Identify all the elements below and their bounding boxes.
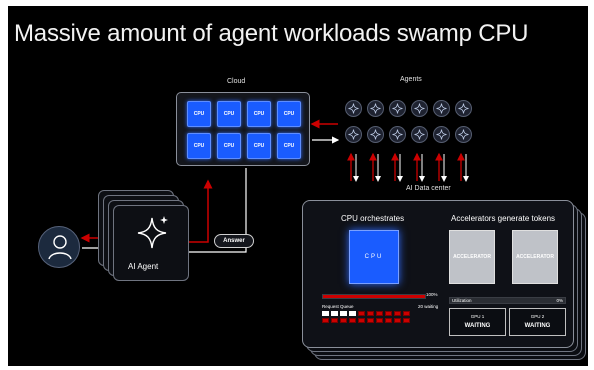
queue-cell	[385, 318, 392, 323]
cloud-box: CPU CPU CPU CPU CPU CPU CPU CPU	[176, 92, 310, 166]
queue-cell	[358, 311, 365, 316]
cloud-cpu-chip: CPU	[217, 101, 241, 127]
queue-cell	[403, 311, 410, 316]
accelerators-heading: Accelerators generate tokens	[451, 214, 556, 223]
queue-cell	[376, 311, 383, 316]
agent-node	[455, 100, 472, 117]
queue-cell	[385, 311, 392, 316]
queue-cell	[331, 311, 338, 316]
gpu-status: WAITING	[524, 323, 551, 329]
sparkle-icon	[414, 103, 425, 114]
utilization-percent: 0%	[556, 298, 563, 303]
queue-cell	[358, 318, 365, 323]
queue-cell	[367, 311, 374, 316]
queue-cell	[322, 311, 329, 316]
sparkle-icon	[370, 129, 381, 140]
cloud-cpu-chip: CPU	[277, 101, 301, 127]
slide-title: Massive amount of agent workloads swamp …	[14, 20, 529, 47]
queue-cell	[349, 318, 356, 323]
agent-node	[433, 126, 450, 143]
cloud-cpu-chip: CPU	[277, 133, 301, 159]
sparkle-icon	[414, 129, 425, 140]
cloud-cpu-chip: CPU	[187, 133, 211, 159]
sparkle-icon	[458, 103, 469, 114]
agent-node	[367, 100, 384, 117]
queue-cell	[331, 318, 338, 323]
user-avatar	[38, 226, 80, 268]
agent-node	[411, 100, 428, 117]
datacenter-panel: CPU orchestrates Accelerators generate t…	[302, 200, 574, 348]
agent-node	[389, 126, 406, 143]
cloud-cpu-chip: CPU	[247, 133, 271, 159]
gpu-card: GPU 2 WAITING	[509, 308, 566, 336]
user-icon	[48, 235, 72, 260]
gpu-status: WAITING	[464, 323, 491, 329]
sparkle-icon	[137, 216, 168, 249]
queue-cell	[376, 318, 383, 323]
cpu-orchestrates-heading: CPU orchestrates	[341, 214, 405, 223]
accelerator-chip: ACCELERATOR	[449, 230, 495, 284]
sparkle-icon	[348, 103, 359, 114]
gpu-card: GPU 1 WAITING	[449, 308, 506, 336]
gpu-name: GPU 2	[530, 314, 545, 319]
agent-card[interactable]	[113, 205, 189, 281]
sparkle-icon	[436, 129, 447, 140]
sparkle-icon	[392, 103, 403, 114]
agent-node	[389, 100, 406, 117]
queue-cell	[322, 318, 329, 323]
sparkle-icon	[348, 129, 359, 140]
answer-pill: Answer	[214, 234, 254, 248]
queue-cell	[403, 318, 410, 323]
agent-node	[411, 126, 428, 143]
queue-cell	[349, 311, 356, 316]
datacenter-arrows	[347, 152, 469, 182]
cpu-load-fill	[323, 295, 425, 298]
gpu-name: GPU 1	[470, 314, 485, 319]
queue-waiting: 20 waiting	[418, 304, 439, 309]
accelerator-chip: ACCELERATOR	[512, 230, 558, 284]
cloud-label: Cloud	[227, 78, 246, 85]
agent-node	[345, 126, 362, 143]
sparkle-icon	[392, 129, 403, 140]
queue-label: Request Queue	[322, 304, 354, 309]
sparkle-icon	[436, 103, 447, 114]
cpu-load-percent: 100%	[426, 292, 438, 297]
cpu-chip-large: CPU	[349, 230, 399, 284]
cloud-to-answer-line	[174, 168, 247, 256]
cloud-cpu-chip: CPU	[217, 133, 241, 159]
queue-cell	[367, 318, 374, 323]
sparkle-icon	[458, 129, 469, 140]
agents-label: Agents	[400, 76, 422, 83]
agent-node	[433, 100, 450, 117]
utilization-label: Utilization	[452, 298, 472, 303]
agent-node	[367, 126, 384, 143]
cpu-load-bar	[322, 294, 426, 299]
queue-cell	[394, 318, 401, 323]
queue-cell	[340, 318, 347, 323]
cloud-cpu-chip: CPU	[247, 101, 271, 127]
slide: Massive amount of agent workloads swamp …	[8, 6, 588, 366]
agent-node	[345, 100, 362, 117]
cloud-cpu-chip: CPU	[187, 101, 211, 127]
utilization-bar: Utilization 0%	[449, 297, 566, 304]
agent-node	[455, 126, 472, 143]
ai-agent-label: AI Agent	[128, 262, 159, 271]
queue-cell	[340, 311, 347, 316]
queue-cell	[394, 311, 401, 316]
sparkle-icon	[370, 103, 381, 114]
datacenter-label: AI Data center	[406, 185, 451, 192]
